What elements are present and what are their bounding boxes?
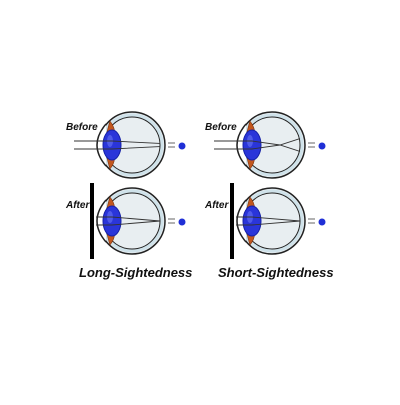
short-after-corrective-lens: [230, 183, 234, 259]
long-after-ray-bottom: [96, 220, 161, 226]
label-after-long: After: [66, 200, 90, 211]
label-after-short: After: [205, 200, 229, 211]
long-before-eye: [74, 111, 186, 179]
caption-long-sightedness: Long-Sightedness: [79, 265, 193, 280]
short-before-eye: [214, 111, 326, 179]
short-after-eye: [230, 183, 326, 259]
caption-short-sightedness: Short-Sightedness: [218, 265, 334, 280]
short-after-cornea: [236, 199, 247, 243]
short-after-ray-bottom: [236, 220, 301, 226]
short-after-ray-top: [236, 216, 301, 222]
label-before-long: Before: [66, 122, 98, 133]
long-after-eye: [90, 183, 186, 259]
long-before-object-dot: [178, 142, 186, 150]
long-before-ray-top: [74, 140, 161, 144]
long-before-cornea: [96, 123, 107, 167]
short-before-object-dot: [318, 142, 326, 150]
label-before-short: Before: [205, 122, 237, 133]
long-after-object-dot: [178, 218, 186, 226]
long-after-corrective-lens: [90, 183, 94, 259]
long-after-cornea: [96, 199, 107, 243]
long-before-ray-bottom: [74, 146, 161, 150]
long-after-ray-top: [96, 216, 161, 222]
short-before-ray-top: [214, 140, 301, 152]
short-before-ray-bottom: [214, 138, 301, 150]
short-before-cornea: [236, 123, 247, 167]
short-after-object-dot: [318, 218, 326, 226]
